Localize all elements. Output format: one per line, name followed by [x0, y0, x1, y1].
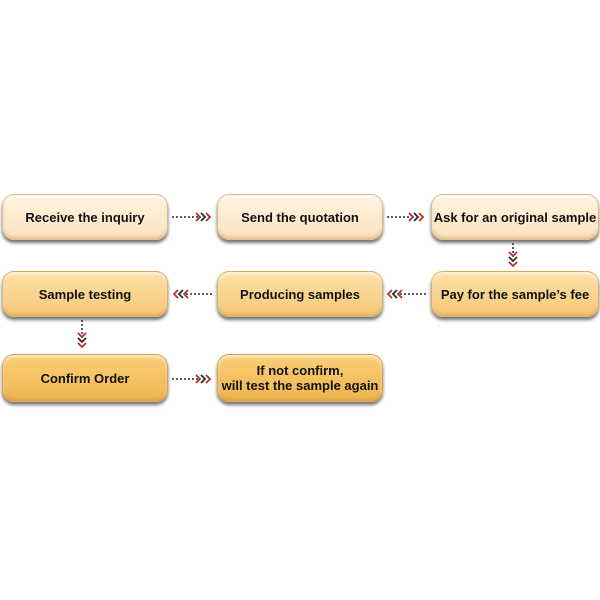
step-confirm-order-label: Confirm Order	[40, 370, 130, 386]
step-confirm-order: Confirm Order	[2, 354, 168, 402]
step-receive-inquiry: Receive the inquiry	[2, 194, 168, 240]
step-sample-testing-label: Sample testing	[38, 286, 132, 302]
step-send-quotation: Send the quotation	[217, 194, 383, 240]
step-producing-samples-label: Producing samples	[240, 286, 360, 302]
step-pay-fee: Pay for the sample’s fee	[431, 271, 599, 317]
arrow-left-icon	[386, 289, 427, 299]
arrow-right-icon	[172, 212, 212, 222]
arrow-down-icon	[508, 243, 518, 268]
step-not-confirm-line2: will test the sample again	[221, 378, 379, 393]
step-not-confirm: If not confirm, will test the sample aga…	[217, 354, 383, 402]
step-ask-sample: Ask for an original sample	[431, 194, 599, 240]
step-not-confirm-line1: If not confirm,	[256, 363, 344, 378]
step-sample-testing: Sample testing	[2, 271, 168, 317]
arrow-left-icon	[172, 289, 213, 299]
step-receive-inquiry-label: Receive the inquiry	[25, 209, 145, 225]
arrow-right-icon	[387, 212, 425, 222]
step-send-quotation-label: Send the quotation	[241, 209, 359, 225]
step-pay-fee-label: Pay for the sample’s fee	[440, 286, 590, 302]
step-ask-sample-label: Ask for an original sample	[433, 209, 597, 225]
step-producing-samples: Producing samples	[217, 271, 383, 317]
arrow-right-icon	[172, 374, 212, 384]
arrow-down-icon	[77, 320, 87, 349]
